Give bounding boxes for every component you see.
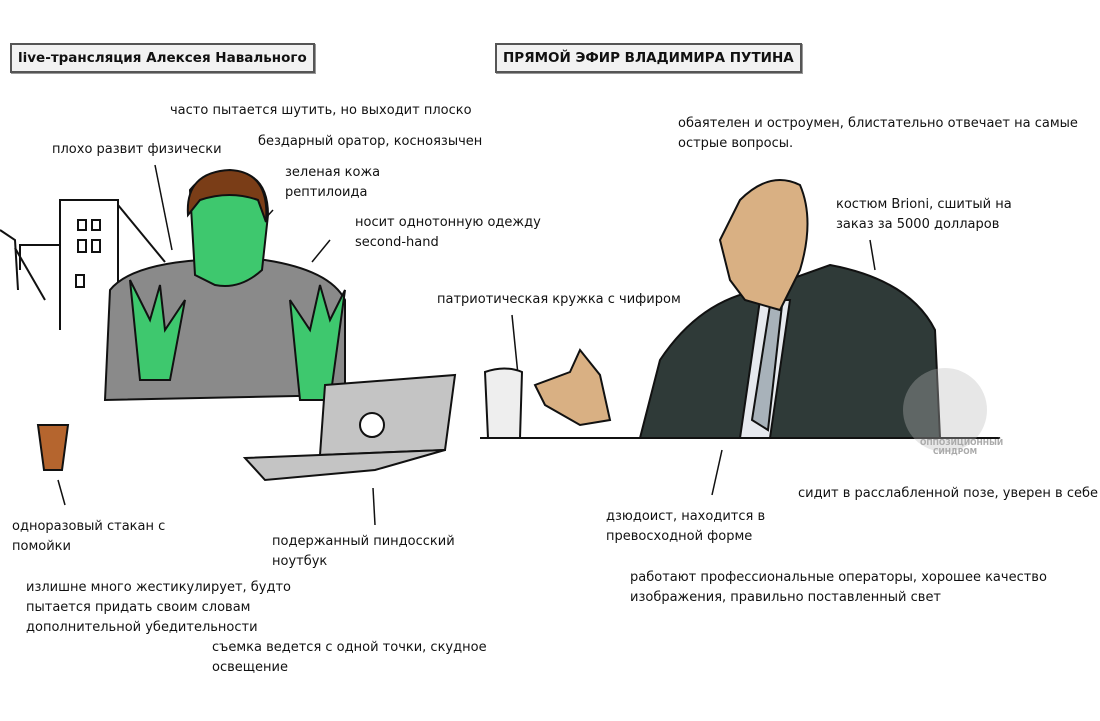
- label-laptop-line1: подержанный пиндосский: [272, 534, 455, 549]
- pointer-lines: [57, 164, 876, 526]
- label-operators-line2: изображения, правильно поставленный свет: [630, 590, 942, 605]
- label-skin: зеленая кожа рептилоида: [285, 163, 380, 203]
- watermark-line1: ОППОЗИЦИОННЫЙ: [920, 438, 1004, 447]
- label-gestures-line1: излишне много жестикулирует, будто: [26, 580, 292, 595]
- label-clothes: носит однотонную одежду second-hand: [355, 213, 541, 253]
- label-clothes-line1: носит однотонную одежду: [355, 215, 541, 230]
- label-suit-line1: костюм Brioni, сшитый на: [836, 197, 1012, 212]
- label-laptop: подержанный пиндосский ноутбук: [272, 532, 455, 572]
- label-judo-line2: превосходной форме: [606, 529, 753, 544]
- label-skin-line2: рептилоида: [285, 185, 368, 200]
- label-jokes: часто пытается шутить, но выходит плоско: [170, 103, 472, 118]
- label-filming-line2: освещение: [212, 660, 288, 675]
- label-gestures-line3: дополнительной убедительности: [26, 620, 258, 635]
- label-charming: обаятелен и остроумен, блистательно отве…: [678, 114, 1078, 154]
- label-skin-line1: зеленая кожа: [285, 165, 381, 180]
- navalny-drawing: [36, 168, 457, 482]
- label-orator: бездарный оратор, косноязычен: [258, 134, 483, 149]
- label-laptop-line2: ноутбук: [272, 554, 328, 569]
- left-title-box: live-трансляция Алексея Навального: [10, 43, 315, 73]
- label-gestures-line2: пытается придать своим словам: [26, 600, 251, 615]
- watermark-line2: СИНДРОМ: [932, 447, 978, 456]
- building-drawing: [0, 199, 166, 330]
- label-suit: костюм Brioni, сшитый на заказ за 5000 до…: [836, 195, 1012, 235]
- label-filming-line1: съемка ведется с одной точки, скудное: [212, 640, 487, 655]
- label-charming-line2: острые вопросы.: [678, 136, 794, 151]
- label-cup: одноразовый стакан с помойки: [12, 517, 165, 557]
- label-judo-line1: дзюдоист, находится в: [606, 509, 766, 524]
- watermark-emblem: [903, 368, 987, 452]
- label-clothes-line2: second-hand: [355, 235, 439, 250]
- label-pose: сидит в расслабленной позе, уверен в себ…: [798, 486, 1098, 501]
- label-cup-line1: одноразовый стакан с: [12, 519, 166, 534]
- label-cup-line2: помойки: [12, 539, 71, 554]
- label-mug: патриотическая кружка с чифиром: [437, 292, 681, 307]
- label-physical: плохо развит физически: [52, 142, 222, 157]
- label-operators: работают профессиональные операторы, хор…: [630, 568, 1047, 608]
- label-suit-line2: заказ за 5000 долларов: [836, 217, 1000, 232]
- label-gestures: излишне много жестикулирует, будто пытает…: [26, 578, 291, 638]
- putin-drawing: [480, 179, 1000, 439]
- label-filming: съемка ведется с одной точки, скудное осв…: [212, 638, 487, 678]
- label-charming-line1: обаятелен и остроумен, блистательно отве…: [678, 116, 1078, 131]
- right-title-box: ПРЯМОЙ ЭФИР ВЛАДИМИРА ПУТИНА: [495, 43, 802, 73]
- label-judo: дзюдоист, находится в превосходной форме: [606, 507, 765, 547]
- label-operators-line1: работают профессиональные операторы, хор…: [630, 570, 1047, 585]
